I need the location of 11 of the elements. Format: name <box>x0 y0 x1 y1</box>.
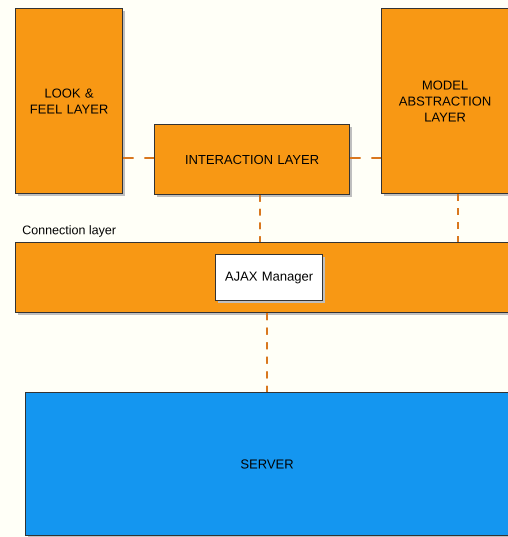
dashed-connector <box>457 194 459 242</box>
dashed-connector <box>123 157 154 159</box>
node-label: Connection layer <box>22 225 116 237</box>
dashed-connector <box>350 157 381 159</box>
dashed-connector <box>259 195 261 242</box>
layer-box: INTERACTION LAYER <box>154 124 352 197</box>
manager-box: AJAX Manager <box>215 254 325 303</box>
layer-box: LOOK & FEEL LAYER <box>15 8 125 196</box>
server-box: SERVER <box>25 392 508 537</box>
layer-box: MODEL ABSTRACTION LAYER <box>381 8 508 196</box>
dashed-connector <box>266 313 268 392</box>
